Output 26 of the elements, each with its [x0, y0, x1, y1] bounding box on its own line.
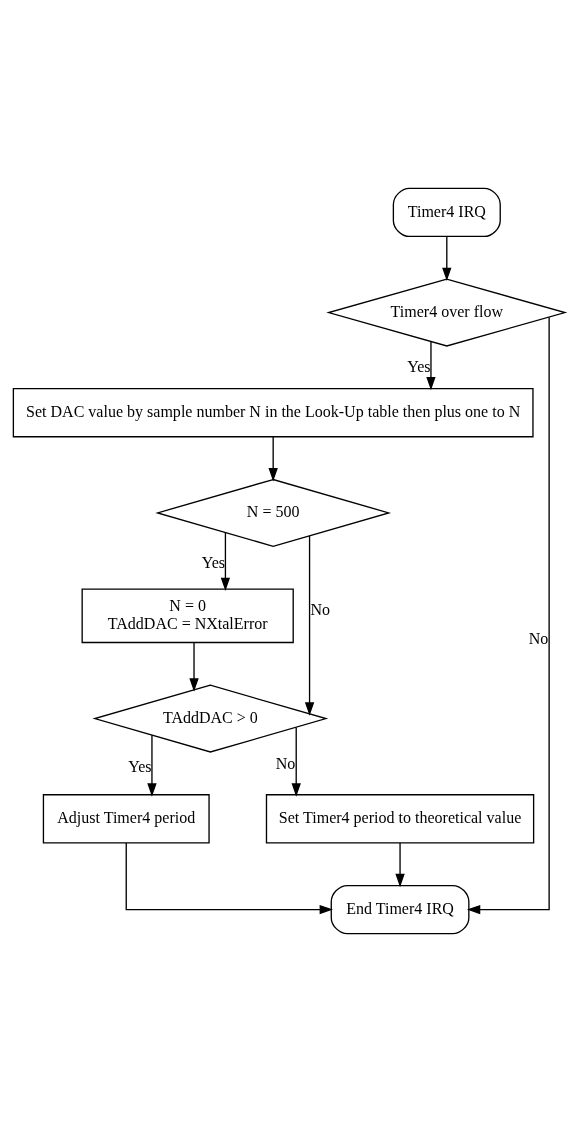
edge-label: No	[310, 600, 331, 618]
node-box: Adjust Timer4 period	[42, 794, 210, 844]
node-box: N = 0 TAddDAC = NXtalError	[81, 588, 294, 644]
arrow	[304, 535, 315, 716]
arrow	[426, 340, 436, 391]
node-diamond: Timer4 over flow	[326, 278, 568, 347]
edge-label: Yes	[128, 758, 152, 776]
edge-label: No	[528, 629, 549, 647]
arrow	[125, 842, 333, 915]
edge-label: Yes	[201, 554, 226, 572]
node-diamond: TAddDAC > 0	[92, 684, 329, 753]
node-box: Set DAC value by sample number N in the Look-Up table then plus one to N	[12, 388, 534, 438]
edge-label: Yes	[407, 358, 431, 376]
arrow	[220, 532, 231, 592]
arrow	[466, 316, 550, 915]
arrow	[291, 726, 301, 797]
node-box: Timer4 IRQ	[392, 187, 501, 238]
node-diamond: N = 500	[155, 478, 392, 547]
edge-label: No	[275, 754, 296, 772]
arrow	[395, 842, 405, 888]
node-box: Set Timer4 period to theoretical value	[265, 794, 535, 844]
arrow	[442, 235, 452, 282]
arrow	[189, 642, 199, 692]
arrow	[147, 734, 157, 797]
arrow	[268, 436, 278, 482]
node-box: End Timer4 IRQ	[330, 884, 470, 935]
